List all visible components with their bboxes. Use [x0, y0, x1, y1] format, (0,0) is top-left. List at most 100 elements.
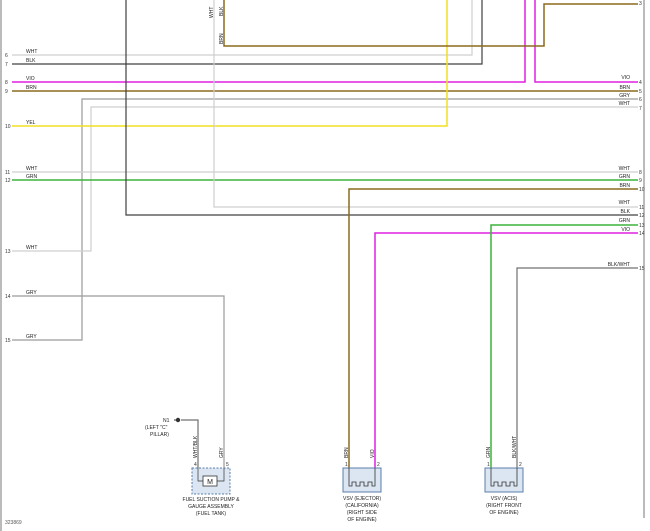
- vsv-acis-title-2: (RIGHT FRONT: [486, 503, 522, 509]
- left-pin-num: 12: [5, 178, 11, 184]
- left-pin-num: 10: [5, 124, 11, 130]
- fuel-pump-component: M 4 5 WHT/BLK GRY FUEL SUCTION PUMP & GA…: [183, 435, 241, 517]
- left-pin-num: 8: [5, 80, 8, 86]
- right-pin-color: WHT: [619, 101, 630, 107]
- right-pin-color: GRY: [619, 93, 630, 99]
- right-pin-num: 4: [639, 80, 642, 86]
- right-pin-num: 15: [639, 266, 645, 272]
- left-pin-num: 7: [5, 62, 8, 68]
- top-wire-label-blk: BLK: [219, 6, 225, 16]
- vsv-ejector-component: 1 2 BRN VIO VSV (EJECTOR) (CALIFORNIA) (…: [342, 447, 382, 523]
- fuel-pump-internal-a: [197, 468, 203, 482]
- right-connector: 3 4 VIO 5 BRN 6 GRY 7 WHT 8 WHT 9 GRN 10…: [608, 1, 645, 272]
- wire-brn-top-3: [223, 0, 638, 47]
- right-pin-num: 10: [639, 187, 645, 193]
- right-pin-color: VIO: [621, 75, 630, 81]
- vsv-acis-title-3: OF ENGINE): [489, 510, 519, 516]
- left-pin-color: WHT: [26, 166, 37, 172]
- vsv-acis-component: 1 2 GRN BLK/WHT VSV (ACIS) (RIGHT FRONT …: [484, 436, 524, 516]
- reference-number: 323869: [5, 520, 22, 526]
- right-pin-color: GRN: [619, 218, 631, 224]
- wire-wht-right-11: [213, 0, 638, 208]
- right-pin-num: 9: [639, 178, 642, 184]
- left-pin-color: BRN: [26, 85, 37, 91]
- fuel-pump-title-2: GAUGE ASSEMBLY: [188, 504, 234, 510]
- vsv-ejector-title-3: (RIGHT SIDE: [347, 510, 378, 516]
- right-pin-num: 14: [639, 231, 645, 237]
- vsv-ejector-pin-b: 2: [377, 462, 380, 468]
- vsv-acis-wire-b: BLK/WHT: [512, 436, 518, 458]
- vsv-ejector-wire-a: BRN: [344, 447, 350, 458]
- right-pin-color: GRN: [619, 174, 631, 180]
- wire-gry-6-15: [12, 98, 638, 341]
- vsv-ejector-title-4: OF ENGINE): [347, 517, 377, 523]
- wire-wht-left-6: [12, 0, 473, 56]
- wire-vio-14-ejector: [374, 232, 638, 468]
- vsv-acis-coil: [490, 468, 518, 487]
- right-pin-num: 3: [639, 1, 642, 7]
- wire-vio-right-4: [534, 0, 638, 83]
- right-pin-color: BRN: [619, 85, 630, 91]
- vsv-acis-wire-a: GRN: [486, 447, 492, 459]
- wire-wht-7-13: [12, 106, 638, 252]
- top-wire-label-wht: WHT: [209, 7, 215, 18]
- right-pin-color: WHT: [619, 200, 630, 206]
- right-pin-num: 7: [639, 106, 642, 112]
- left-pin-color: GRN: [26, 174, 38, 180]
- right-pin-num: 13: [639, 223, 645, 229]
- wire-vio-8-4: [12, 0, 526, 83]
- fuel-pump-pin-b: 5: [226, 462, 229, 468]
- wire-blk-right-12: [125, 0, 638, 216]
- left-pin-color: GRY: [26, 334, 37, 340]
- fuel-pump-title-1: FUEL SUCTION PUMP &: [183, 497, 241, 503]
- wire-gry-14-pump: [12, 295, 225, 468]
- right-pin-num: 6: [639, 97, 642, 103]
- vsv-ejector-title-1: VSV (EJECTOR): [343, 496, 381, 502]
- wire-yel-left-10: [12, 0, 448, 127]
- left-pin-num: 11: [5, 170, 10, 176]
- left-pin-num: 15: [5, 338, 11, 344]
- wire-brn-10-ejector: [348, 188, 638, 468]
- fuel-pump-pin-a: 4: [194, 462, 197, 468]
- vsv-acis-pin-b: 2: [519, 462, 522, 468]
- left-pin-color: VIO: [26, 76, 35, 82]
- left-pin-color: WHT: [26, 245, 37, 251]
- vsv-acis-pin-a: 1: [487, 462, 490, 468]
- right-pin-color: WHT: [619, 166, 630, 172]
- right-pin-color: BLK/WHT: [608, 262, 630, 268]
- ground-location-1: (LEFT "C": [145, 425, 168, 431]
- right-pin-color: BLK: [621, 209, 631, 215]
- vsv-ejector-pin-a: 1: [345, 462, 348, 468]
- right-pin-color: BRN: [619, 183, 630, 189]
- wire-blk-left-7: [12, 0, 483, 65]
- vsv-ejector-coil: [348, 468, 376, 487]
- right-pin-num: 11: [639, 205, 644, 211]
- vsv-acis-title-1: VSV (ACIS): [491, 496, 518, 502]
- left-pin-color: WHT: [26, 49, 37, 55]
- right-pin-num: 12: [639, 213, 645, 219]
- fuel-pump-wire-a: WHT/BLK: [193, 435, 199, 458]
- left-connector: 6 WHT 7 BLK 8 VIO 9 BRN 10 YEL 11 WHT 12…: [5, 49, 38, 344]
- wire-group: [12, 0, 638, 468]
- right-pin-color: VIO: [621, 227, 630, 233]
- left-pin-num: 9: [5, 89, 8, 95]
- fuel-pump-title-3: (FUEL TANK): [196, 511, 227, 517]
- left-pin-color: BLK: [26, 58, 36, 64]
- left-pin-num: 6: [5, 53, 8, 59]
- ground-dot: [175, 417, 181, 423]
- right-pin-num: 5: [639, 89, 642, 95]
- motor-label: M: [207, 479, 213, 486]
- vsv-ejector-title-2: (CALIFORNIA): [345, 503, 379, 509]
- ground-id: N1: [163, 418, 170, 424]
- left-pin-color: GRY: [26, 290, 37, 296]
- top-wire-label-brn: BRN: [219, 33, 225, 44]
- left-pin-num: 14: [5, 294, 11, 300]
- ground-point-n1: N1 (LEFT "C" PILLAR): [145, 417, 181, 438]
- wire-blkwht-15-acis: [516, 267, 638, 468]
- wire-grn-13-acis: [490, 224, 638, 468]
- left-pin-color: YEL: [26, 120, 36, 126]
- ground-location-2: PILLAR): [150, 432, 169, 438]
- fuel-pump-wire-b: GRY: [219, 447, 225, 458]
- wire-wht-blk-ground: [181, 419, 199, 468]
